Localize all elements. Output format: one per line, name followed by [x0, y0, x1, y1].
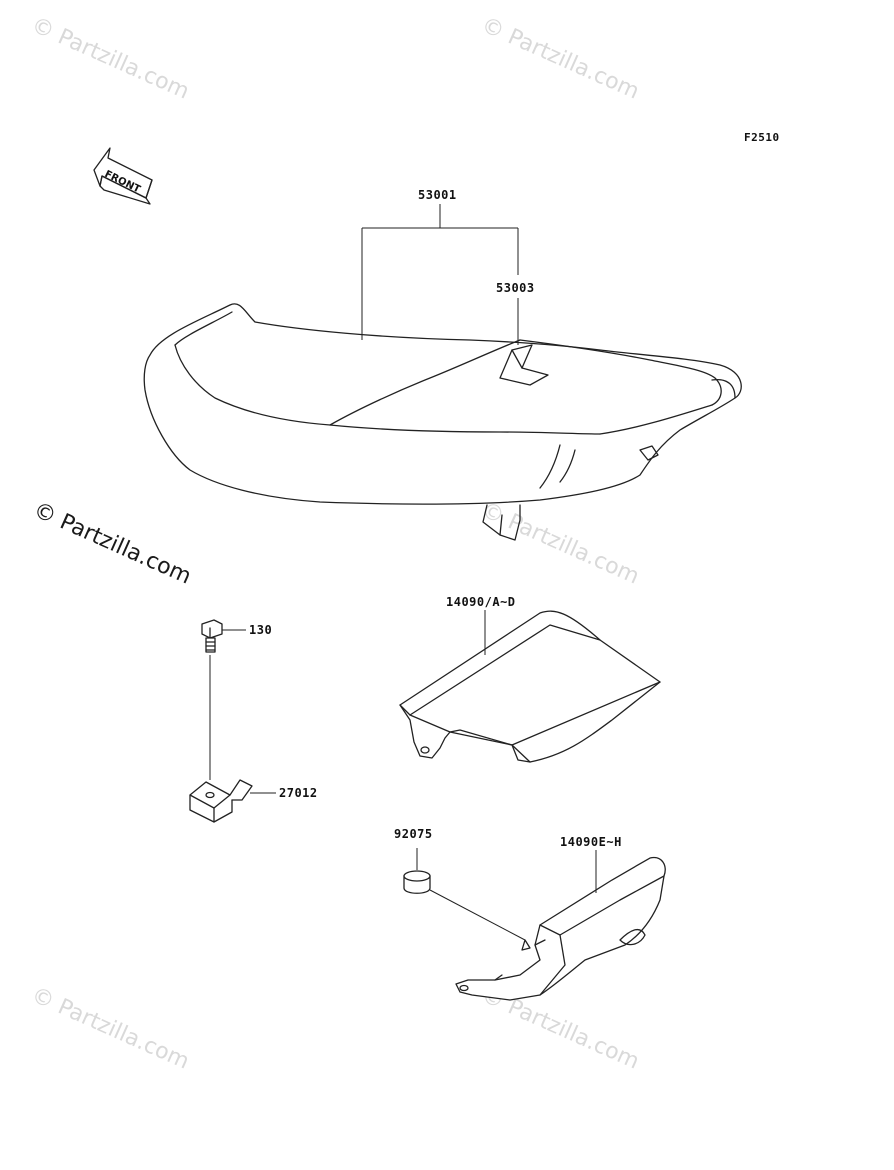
- label-27012: 27012: [279, 786, 318, 800]
- watermark-prominent: © Partzilla.com: [30, 498, 195, 590]
- watermark-mid-right: © Partzilla.com: [478, 498, 643, 590]
- cover-ad-part: [399, 610, 661, 763]
- bolt-part: [201, 619, 246, 780]
- cover-eh-part: [455, 850, 666, 1001]
- figure-code: F2510: [744, 131, 780, 144]
- bracket-part: [189, 779, 276, 823]
- watermark-bottom-left: © Partzilla.com: [28, 983, 193, 1075]
- seat-assembly: [143, 303, 742, 541]
- label-53003: 53003: [496, 281, 535, 295]
- front-arrow-icon: FRONT: [93, 147, 153, 205]
- damper-part: [403, 848, 526, 941]
- label-14090-a-d: 14090/A~D: [446, 595, 516, 609]
- label-14090-e-h: 14090E~H: [560, 835, 622, 849]
- watermark-top-right: © Partzilla.com: [478, 13, 643, 105]
- watermark-top-left: © Partzilla.com: [28, 13, 193, 105]
- seat-leaders: [361, 204, 519, 345]
- label-130: 130: [249, 623, 272, 637]
- label-92075: 92075: [394, 827, 433, 841]
- label-53001: 53001: [418, 188, 457, 202]
